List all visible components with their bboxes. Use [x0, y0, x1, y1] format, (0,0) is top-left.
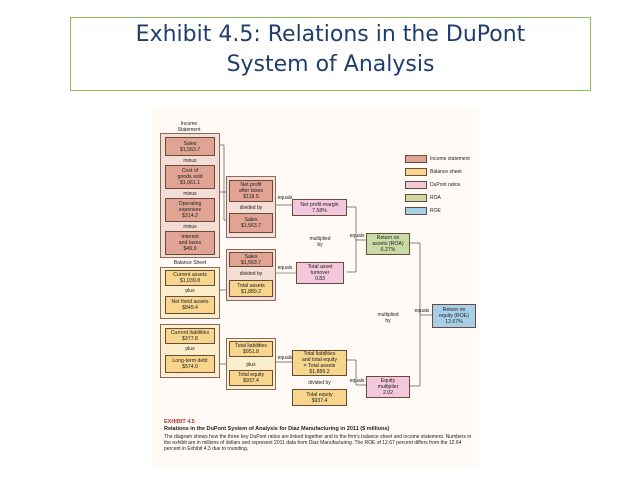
- legend-swatch-dupont: [405, 181, 427, 189]
- divided-by-label-3: divided by: [308, 380, 331, 386]
- sales-node-3: Sales $1,563.7: [229, 252, 273, 267]
- minus-label-1: minus: [183, 158, 197, 164]
- title-line-1: Exhibit 4.5: Relations in the DuPont: [135, 22, 526, 47]
- total-equity-node: Total equity $937.4: [229, 370, 273, 386]
- divided-by-label-1: divided by: [239, 205, 263, 211]
- income-statement-header: Income Statement: [177, 121, 201, 133]
- legend-swatch-income: [405, 155, 427, 163]
- caption-body: The diagram shows how the three key DuPo…: [164, 434, 472, 452]
- divided-by-label-2: divided by: [239, 271, 263, 277]
- legend-swatch-roe: [405, 207, 427, 215]
- legend-swatch-balance: [405, 168, 427, 176]
- total-equity-node-2: Total equity $937.4: [292, 389, 347, 406]
- equals-label-3: equals: [277, 355, 293, 361]
- caption-exhibit: EXHIBIT 4.5: [164, 419, 195, 425]
- legend-label-roe: ROE: [430, 208, 441, 214]
- caption-title: Relations in the DuPont System of Analys…: [164, 426, 390, 432]
- net-profit-node: Net profit after taxes $118.5: [229, 180, 273, 202]
- slide-title: Exhibit 4.5: Relations in the DuPont Sys…: [70, 20, 591, 80]
- roe-node: Return on equity (ROE) 12.67%: [432, 304, 476, 328]
- equals-label-6: equals: [414, 308, 430, 314]
- minus-label-2: minus: [183, 191, 197, 197]
- equals-label-2: equals: [277, 265, 293, 271]
- cogs-node: Cost of goods sold $1,061.1: [165, 165, 215, 189]
- legend-swatch-roa: [405, 194, 427, 202]
- interest-taxes-node: Interest and taxes $49.9: [165, 231, 215, 255]
- equity-multiplier-node: Equity multiplier 2.02: [366, 376, 410, 398]
- legend-label-income: Income statement: [430, 156, 470, 162]
- balance-sheet-header: Balance Sheet: [173, 260, 207, 266]
- equals-label-5: equals: [349, 378, 365, 384]
- title-line-2: System of Analysis: [226, 52, 435, 77]
- long-term-debt-node: Long-term debt $574.0: [165, 355, 215, 373]
- minus-label-3: minus: [183, 224, 197, 230]
- current-assets-node: Current assets $1,039.8: [165, 270, 215, 286]
- legend-label-balance: Balance sheet: [430, 169, 462, 175]
- legend-label-roa: ROA: [430, 195, 441, 201]
- total-assets-node: Total assets $1,889.2: [229, 280, 273, 297]
- tl-te-node: Total liabilities and total equity = Tot…: [292, 350, 347, 376]
- total-liabilities-node: Total liabilities $951.8: [229, 341, 273, 357]
- sales-node-2: Sales $1,563.7: [229, 213, 273, 233]
- total-asset-turnover-node: Total asset turnover 0.83: [296, 262, 344, 284]
- equals-label-1: equals: [277, 195, 293, 201]
- current-liabilities-node: Current liabilities $377.8: [165, 328, 215, 344]
- multiplied-by-label-2: multiplied by: [377, 312, 399, 324]
- title-frame: [70, 17, 591, 91]
- equals-label-4: equals: [349, 233, 365, 239]
- operating-expenses-node: Operating expenses $314.2: [165, 198, 215, 222]
- net-profit-margin-node: Net profit margin 7.58%: [292, 199, 347, 216]
- plus-label-3: plus: [246, 362, 256, 368]
- net-fixed-assets-node: Net fixed assets $849.4: [165, 296, 215, 314]
- sales-node: Sales $1,563.7: [165, 137, 215, 156]
- multiplied-by-label-1: multiplied by: [309, 236, 331, 248]
- roa-node: Return on assets (ROA) 6.27%: [366, 233, 410, 255]
- plus-label-1: plus: [185, 288, 195, 294]
- plus-label-2: plus: [185, 346, 195, 352]
- legend-label-dupont: DuPont ratios: [430, 182, 461, 188]
